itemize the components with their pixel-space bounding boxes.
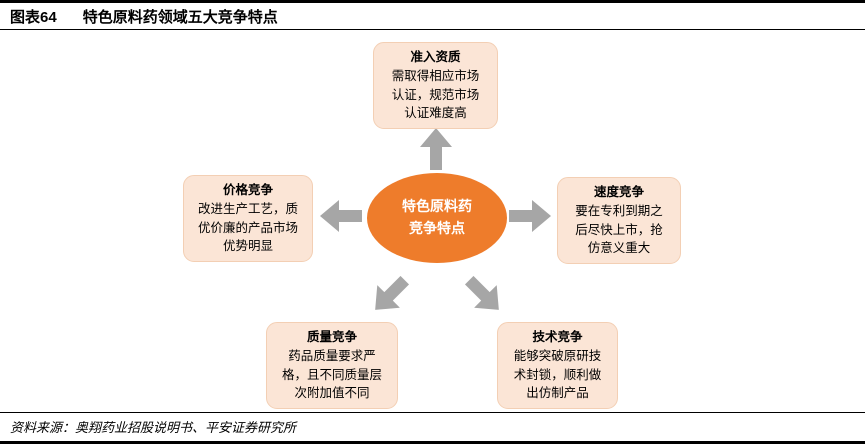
- node-body: 能够突破原研技术封锁，顺利做出仿制产品: [513, 348, 602, 401]
- node-title: 准入资质: [410, 50, 461, 64]
- node-body: 需取得相应市场认证，规范市场认证难度高: [391, 68, 480, 121]
- node-body: 要在专利到期之后尽快上市，抢仿意义重大: [575, 203, 663, 256]
- node-quality-competition: 质量竞争 药品质量要求严格，且不同质量层次附加值不同: [266, 322, 398, 409]
- top-rule: [0, 0, 865, 3]
- node-speed-competition: 速度竞争 要在专利到期之后尽快上市，抢仿意义重大: [557, 177, 681, 264]
- arrow-down-right-icon: [458, 269, 510, 321]
- title-underline: [0, 29, 865, 30]
- figure-header: 图表64 特色原料药领域五大竞争特点: [10, 6, 278, 27]
- node-title: 质量竞争: [306, 330, 357, 344]
- center-ellipse: 特色原料药 竞争特点: [367, 173, 507, 263]
- center-ellipse-line2: 竞争特点: [409, 220, 465, 236]
- footer-bottom-rule: [0, 441, 865, 444]
- arrow-down-left-icon: [364, 269, 416, 321]
- arrow-right-icon: [509, 200, 551, 232]
- figure-label: 图表64: [10, 9, 57, 26]
- node-price-competition: 价格竞争 改进生产工艺，质优价廉的产品市场优势明显: [183, 175, 313, 262]
- footer-top-rule: [0, 412, 865, 413]
- node-title: 价格竞争: [222, 183, 273, 197]
- node-body: 改进生产工艺，质优价廉的产品市场优势明显: [197, 201, 298, 254]
- node-access-qualification: 准入资质 需取得相应市场认证，规范市场认证难度高: [373, 42, 498, 129]
- arrow-up-icon: [420, 128, 452, 170]
- center-ellipse-line1: 特色原料药: [402, 198, 472, 215]
- node-title: 速度竞争: [593, 185, 644, 199]
- node-body: 药品质量要求严格，且不同质量层次附加值不同: [281, 348, 382, 401]
- node-technology-competition: 技术竞争 能够突破原研技术封锁，顺利做出仿制产品: [497, 322, 618, 409]
- figure-title: 特色原料药领域五大竞争特点: [82, 9, 278, 26]
- node-title: 技术竞争: [532, 330, 583, 344]
- arrow-left-icon: [320, 200, 362, 232]
- source-note: 资料来源：奥翔药业招股说明书、平安证券研究所: [10, 420, 297, 435]
